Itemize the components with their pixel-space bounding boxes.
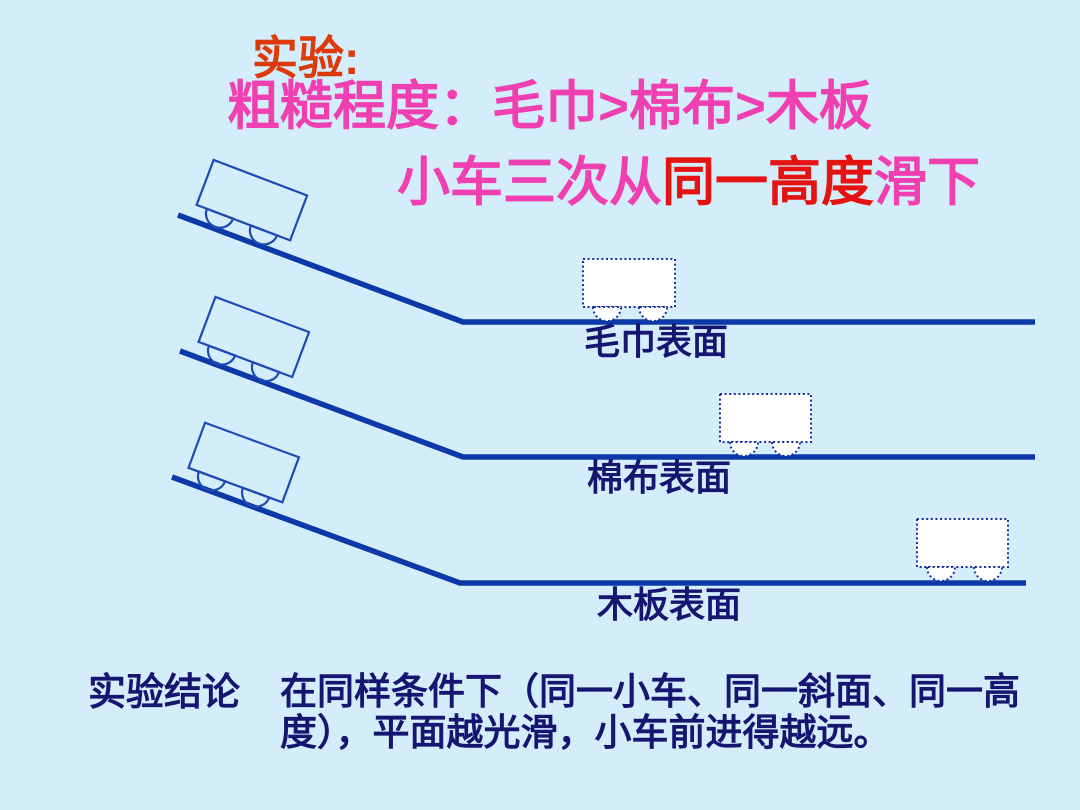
cart-stopped-towel [582,258,676,322]
cart-wheel [196,470,227,492]
experiment-heading: 实验: [252,32,360,84]
conclusion-heading: 实验结论 [88,672,241,714]
cart-wheel [925,566,957,582]
slide-down-heading-highlight: 同一高度 [662,153,874,212]
cart-wheel [250,360,281,383]
slide-down-heading-suffix: 滑下 [874,153,980,212]
cart-on-incline-cotton [197,295,311,383]
cart-wheel [206,344,237,366]
cart-wheel [204,207,235,229]
cart-body [195,158,309,242]
cart-stopped-cotton [719,393,812,457]
slide-down-heading-prefix: 小车三次从 [397,153,662,212]
cart-body [582,258,676,308]
track-wood [171,474,1026,586]
surface-label-towel: 毛巾表面 [584,322,729,362]
cart-on-incline-wood [187,421,301,508]
roughness-heading: 粗糙程度：毛巾>棉布>木板 [227,77,872,136]
cart-stopped-wood [916,518,1009,582]
conclusion-text: 在同样条件下（同一小车、同一斜面、同一高 度），平面越光滑，小车前进得越远。 [280,672,1020,754]
cart-wheel [591,306,623,322]
cart-wheel [770,441,802,457]
cart-body [187,421,301,504]
cart-wheel [240,486,271,508]
conclusion-line-1: 在同样条件下（同一小车、同一斜面、同一高 [280,672,1020,713]
cart-on-incline-towel [195,158,309,246]
slide-down-heading: 小车三次从同一高度滑下 [397,154,980,211]
cart-body [197,295,311,379]
surface-label-cotton: 棉布表面 [587,458,732,498]
track-towel [177,212,1035,325]
conclusion-line-2: 度），平面越光滑，小车前进得越远。 [280,713,891,754]
cart-wheel [972,566,1004,582]
cart-body [719,393,812,443]
surface-label-wood: 木板表面 [597,585,742,625]
cart-body [916,518,1009,568]
cart-wheel [728,441,760,457]
track-cotton [179,348,1035,460]
cart-wheel [248,224,279,246]
cart-wheel [637,306,669,322]
